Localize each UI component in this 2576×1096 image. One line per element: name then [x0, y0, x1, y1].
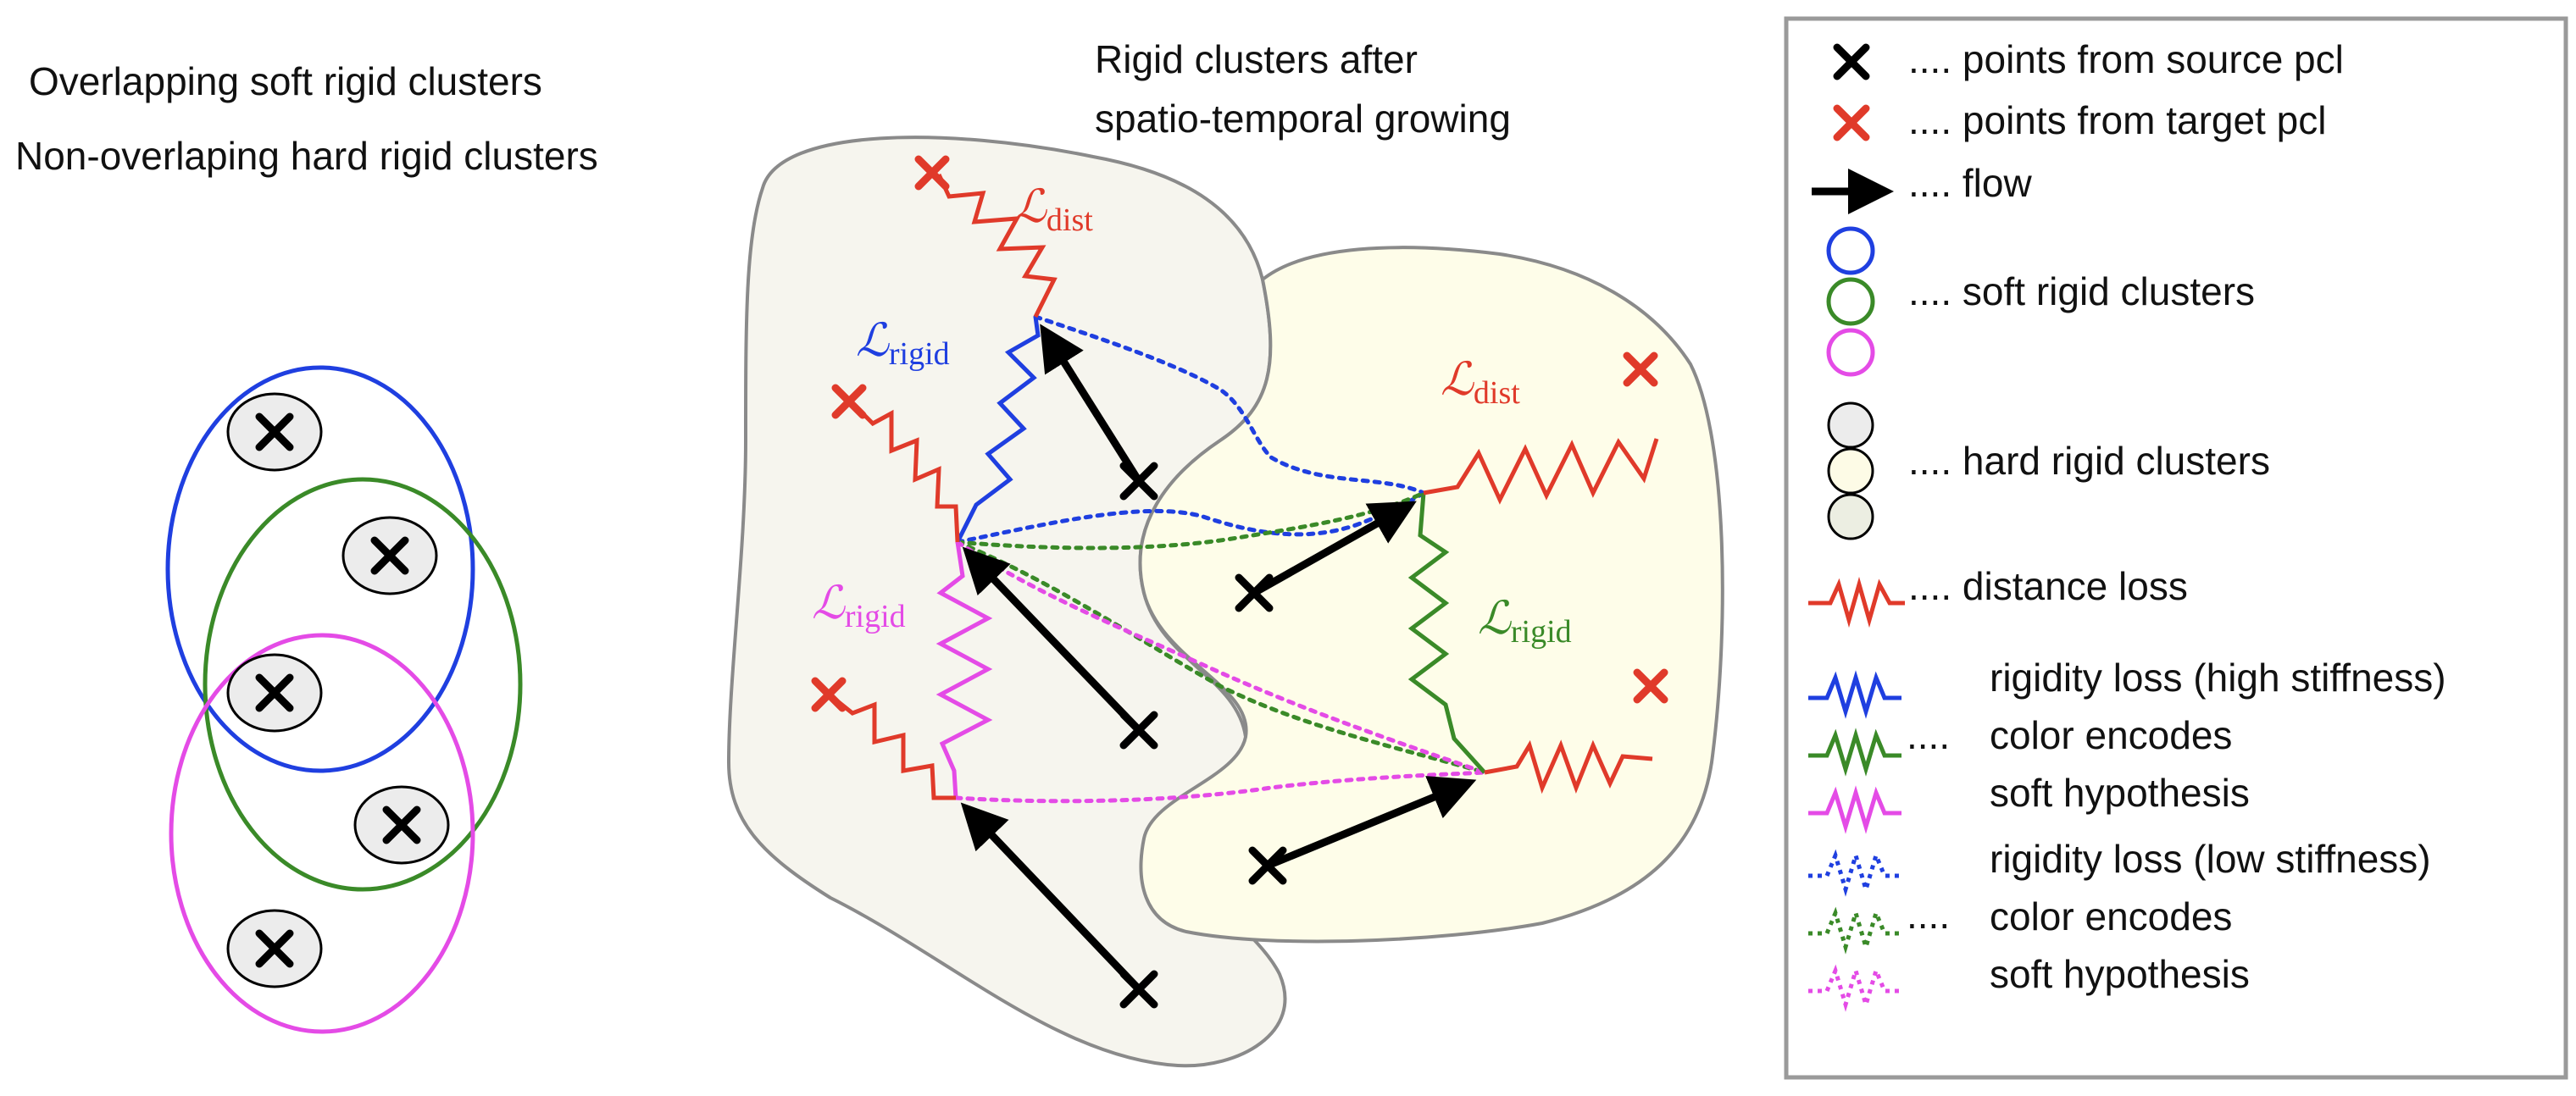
flow-arrow-2	[962, 546, 1142, 733]
hard-cluster-point-3	[226, 653, 323, 733]
legend-distance-loss-label: .... distance loss	[1908, 564, 2188, 608]
source-point-3	[1119, 970, 1158, 1009]
legend-low-stiffness-line3: soft hypothesis	[1990, 952, 2250, 996]
hard-cluster-point-5	[226, 909, 323, 988]
legend-low-stiffness-line1: rigidity loss (low stiffness)	[1990, 837, 2431, 881]
legend-soft-clusters-icon	[1826, 226, 1875, 377]
heading-grown-clusters-1: Rigid clusters after	[1095, 37, 1418, 81]
source-point-5	[1248, 846, 1287, 885]
flow-arrow-4	[1252, 501, 1417, 596]
legend-box	[1784, 16, 2568, 1080]
dotted-magenta-low	[953, 770, 1487, 804]
flow-arrows	[960, 324, 1477, 993]
spring-red-top	[936, 173, 1058, 318]
legend-high-stiffness-icon	[1808, 670, 1901, 834]
dotted-green-mid	[955, 490, 1426, 551]
target-point-2	[831, 384, 867, 419]
source-points	[1119, 462, 1287, 1009]
spring-red-low	[825, 691, 956, 800]
spring-magenta	[935, 541, 993, 799]
target-point-4	[1623, 351, 1658, 387]
label-dist-right: ℒdist	[1441, 354, 1520, 411]
hard-cluster-point-2	[341, 516, 438, 595]
soft-cluster-green	[203, 477, 523, 892]
legend-target-point-icon	[1833, 104, 1870, 141]
legend-high-stiffness-dots: ....	[1907, 713, 1950, 757]
legend-high-stiffness-line1: rigidity loss (high stiffness)	[1990, 656, 2446, 700]
heading-grown-clusters-2: spatio-temporal growing	[1095, 97, 1511, 141]
hard-cluster-point-1	[226, 392, 323, 472]
dotted-green-low	[955, 540, 1487, 775]
legend-hard-clusters-label: .... hard rigid clusters	[1908, 439, 2270, 483]
dotted-blue-top	[1033, 314, 1426, 495]
target-points	[811, 155, 1668, 712]
legend-high-stiffness-line3: soft hypothesis	[1990, 771, 2250, 815]
legend-distance-loss-icon	[1808, 576, 1905, 628]
spring-green	[1407, 492, 1486, 774]
spring-red-mid	[846, 396, 960, 543]
label-rigid-green: ℒrigid	[1478, 593, 1572, 650]
spring-red-right-low	[1484, 739, 1653, 794]
dotted-magenta-mid	[955, 540, 1487, 775]
legend-low-stiffness-line2: color encodes	[1990, 894, 2232, 938]
legend-source-point-icon	[1833, 43, 1870, 80]
flow-arrow-3	[960, 802, 1142, 993]
legend-hard-clusters-icon	[1827, 401, 1874, 540]
source-point-2	[1119, 711, 1158, 750]
heading-soft-clusters: Overlapping soft rigid clusters	[29, 59, 542, 103]
low-stiffness-connections	[953, 314, 1487, 804]
legend-low-stiffness-icon	[1808, 848, 1901, 1012]
target-point-1	[914, 155, 950, 191]
grown-clusters-illustration: ℒdist ℒrigid ℒrigid ℒdist ℒrigid	[726, 136, 1724, 1068]
hard-cluster-point-4	[353, 785, 450, 865]
spring-red-right-top	[1423, 438, 1659, 505]
legend-target-points-label: .... points from target pcl	[1908, 98, 2326, 142]
heading-hard-clusters: Non-overlaping hard rigid clusters	[15, 134, 598, 178]
source-point-1	[1119, 462, 1158, 501]
label-rigid-blue: ℒrigid	[856, 315, 950, 372]
soft-cluster-magenta	[169, 633, 475, 1034]
legend-source-points-label: .... points from source pcl	[1908, 37, 2344, 81]
legend-soft-clusters-label: .... soft rigid clusters	[1908, 269, 2255, 313]
flow-arrow-1	[1040, 324, 1142, 484]
soft-cluster-blue	[165, 365, 475, 773]
target-point-5	[1633, 668, 1668, 704]
legend-low-stiffness-dots: ....	[1907, 893, 1950, 937]
flow-arrow-5	[1266, 776, 1477, 870]
distance-loss-springs	[825, 173, 1659, 800]
legend-high-stiffness-line2: color encodes	[1990, 713, 2232, 757]
legend: .... points from source pcl .... points …	[1784, 16, 2568, 1080]
spring-blue	[955, 316, 1041, 544]
label-rigid-magenta: ℒrigid	[812, 578, 906, 634]
high-stiffness-springs	[935, 316, 1486, 799]
target-point-3	[811, 677, 847, 712]
legend-flow-label: .... flow	[1908, 161, 2032, 205]
label-dist-top: ℒdist	[1013, 181, 1093, 238]
source-point-4	[1235, 573, 1274, 612]
soft-clusters-illustration	[165, 365, 523, 1034]
